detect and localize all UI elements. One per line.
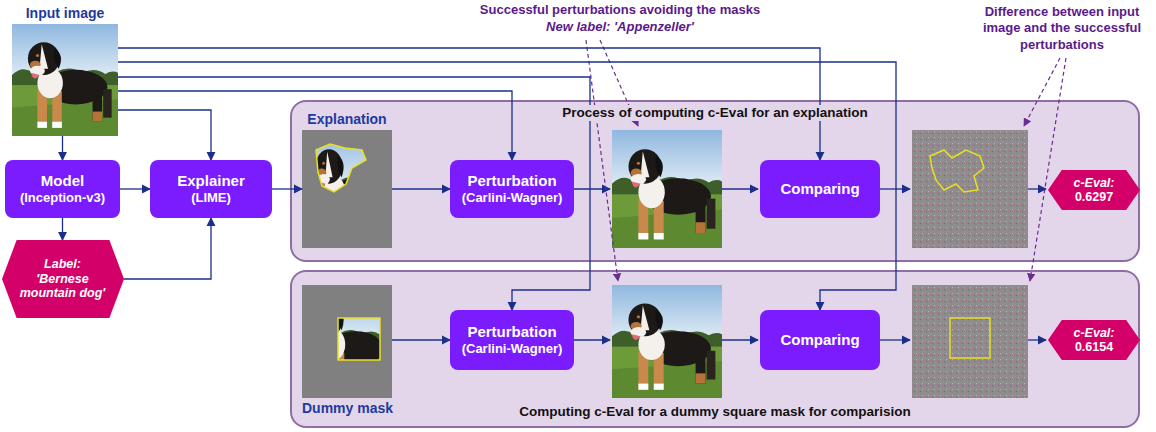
node-text: 0.6154 — [1075, 340, 1113, 354]
node-text: (Carlini-Wagner) — [462, 190, 563, 206]
leader-line — [586, 40, 1066, 281]
connector-arrow — [62, 136, 63, 160]
node-text: (LIME) — [191, 190, 231, 206]
annotation-box: New label: 'Appenzeller' — [430, 19, 810, 35]
hexagon-badge: c-Eval:0.6154 — [1048, 320, 1140, 360]
process-box: Perturbation(Carlini-Wagner) — [450, 310, 574, 370]
node-text: (Inception-v3) — [20, 190, 105, 206]
connector-arrow — [62, 218, 63, 240]
annotation-box: Successful perturbations avoiding the ma… — [430, 2, 810, 18]
node-text: Comparing — [780, 180, 859, 198]
annotation-box: Difference between input image and the s… — [973, 4, 1151, 53]
node-text: Computing c-Eval for a dummy square mask… — [514, 404, 916, 420]
image-panel: Input image — [12, 24, 118, 136]
node-text: c-Eval: — [1074, 176, 1115, 190]
connector-arrow — [118, 77, 590, 310]
connector-arrow — [392, 339, 450, 340]
hexagon-shape — [1048, 170, 1140, 210]
node-text: Explainer — [177, 172, 245, 190]
node-text: Process of computing c-Eval for an expla… — [557, 105, 872, 121]
perturbed-photo — [612, 130, 722, 248]
node-text: Perturbation — [467, 323, 556, 341]
node-text: (Carlini-Wagner) — [462, 341, 563, 357]
explanation-mask — [302, 130, 392, 248]
connector-arrow — [118, 62, 896, 310]
annotation-text: New label: 'Appenzeller' — [430, 19, 810, 35]
image-panel: Dummy mask — [302, 285, 392, 398]
node-text: Label: 'Bernese mountain dog' — [17, 257, 109, 300]
node-text: Explanation — [307, 111, 386, 128]
process-box: Perturbation(Carlini-Wagner) — [450, 160, 574, 218]
difference-map — [912, 285, 1028, 398]
connector-arrow — [118, 48, 820, 160]
annotation-text: Difference between input image and the s… — [973, 4, 1151, 53]
node-text: Comparing — [780, 331, 859, 349]
flow-arrow — [574, 189, 1046, 340]
connector-arrow — [120, 188, 150, 189]
hexagon-badge: Label: 'Bernese mountain dog' — [2, 240, 124, 318]
connector-arrow — [118, 91, 512, 160]
node-text: Dummy mask — [302, 400, 393, 417]
connector-arrow — [118, 110, 211, 160]
process-box: Model(Inception-v3) — [5, 160, 120, 218]
hexagon-shape — [1048, 320, 1140, 360]
process-box: Comparing — [760, 160, 880, 218]
hexagon-badge: c-Eval:0.6297 — [1048, 170, 1140, 210]
node-text: Input image — [26, 5, 105, 22]
difference-map — [912, 130, 1028, 248]
node-text: c-Eval: — [1074, 326, 1115, 340]
connector-arrow — [124, 218, 212, 279]
hexagon-shape — [2, 240, 124, 318]
process-box: Comparing — [760, 310, 880, 370]
connector-arrow — [392, 188, 450, 189]
input-photo — [12, 24, 118, 136]
node-text: Model — [41, 172, 84, 190]
process-box: Explainer(LIME) — [150, 160, 272, 218]
perturbed-photo — [612, 285, 722, 398]
connector-arrow — [272, 188, 302, 189]
image-panel: Explanation — [302, 130, 392, 248]
dummy-mask — [302, 285, 392, 398]
annotation-text: Successful perturbations avoiding the ma… — [430, 2, 810, 18]
node-text: Perturbation — [467, 172, 556, 190]
node-text: 0.6297 — [1075, 190, 1113, 204]
